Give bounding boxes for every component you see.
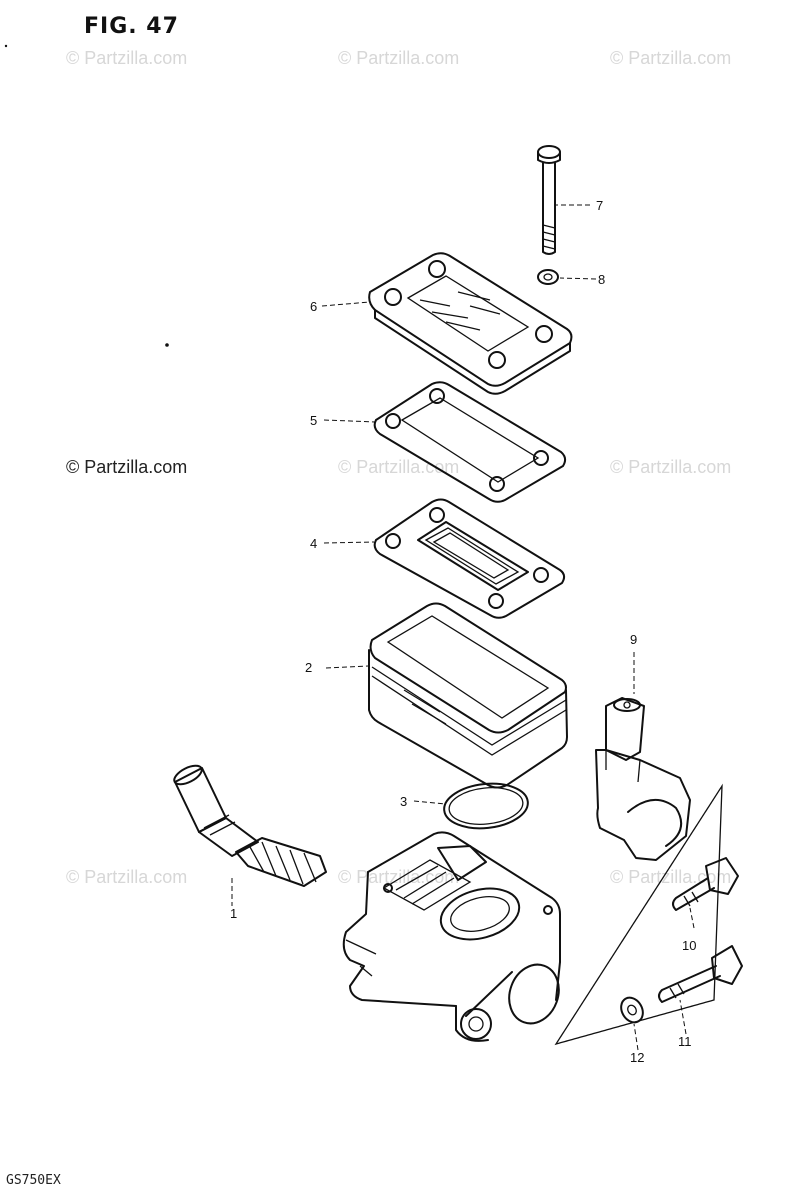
watermark: © Partzilla.com [338,48,460,68]
callout-11: 11 [678,1034,692,1049]
callout-7: 7 [596,198,603,213]
callout-10: 10 [682,938,696,953]
part-3-o-ring [443,782,529,830]
stray-mark [4,44,8,48]
stray-mark [165,343,169,347]
callout-3: 3 [400,794,407,809]
part-9-clamp [595,697,691,861]
model-code: GS750EX [6,1173,61,1188]
callout-1: 1 [230,906,237,921]
part-13-bolt [658,945,743,1003]
callout-4: 4 [310,536,317,551]
watermark: © Partzilla.com [66,48,188,68]
watermark: © Partzilla.com [610,457,732,477]
part-8-washer [537,269,559,285]
part-6-reservoir-cap [368,252,573,395]
figure-title: FIG. 47 [84,14,179,39]
callout-12: 12 [630,1050,644,1065]
part-2-reservoir [368,602,568,789]
leader-lines [231,204,695,1051]
watermark: © Partzilla.com [610,48,732,68]
assembly-reference-lines [554,783,723,1046]
master-cylinder-body [342,831,561,1042]
callout-8: 8 [598,272,605,287]
part-12-washer [620,996,644,1024]
callout-2: 2 [305,660,312,675]
watermark: © Partzilla.com [338,457,460,477]
part-5-gasket-plate [373,381,567,503]
part-7-screw [537,145,561,255]
callout-5: 5 [310,413,317,428]
part-1-piston-assembly [173,764,327,887]
watermark: © Partzilla.com [66,457,188,477]
part-10-bolt [672,857,739,911]
watermark: © Partzilla.com [66,867,188,887]
callout-numbers: 1 2 3 4 5 6 7 8 9 10 11 12 [230,198,696,1065]
part-4-diaphragm [373,498,566,619]
callout-6: 6 [310,299,317,314]
callout-9: 9 [630,632,637,647]
